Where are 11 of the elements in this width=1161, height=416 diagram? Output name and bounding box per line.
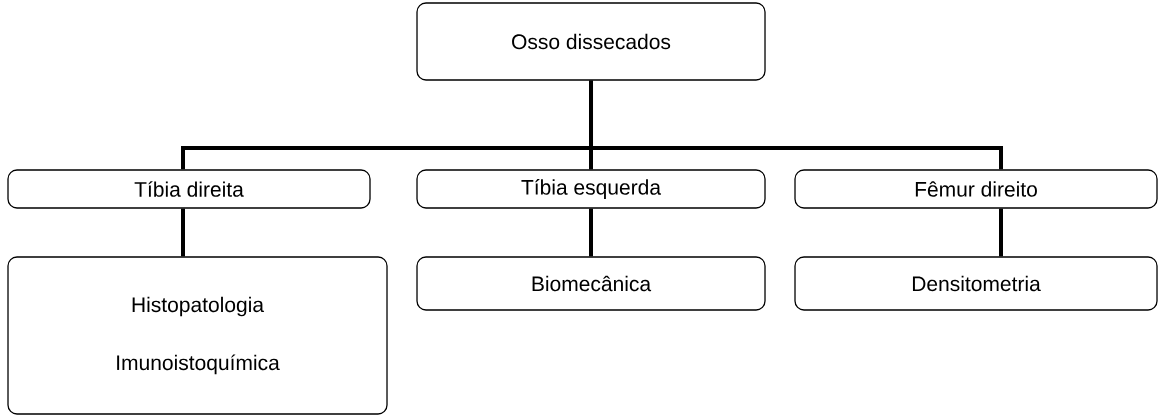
process-box: Biomecânica — [416, 256, 766, 311]
process-box: Histopatologia Imunoistoquímica — [7, 256, 388, 415]
process-box: Densitometria — [794, 256, 1158, 311]
process-box: Tíbia direita — [7, 169, 371, 209]
process-box: Fêmur direito — [794, 169, 1158, 209]
connector-line — [181, 208, 185, 257]
process-box: Tíbia esquerda — [416, 169, 766, 209]
connector-line — [999, 208, 1003, 257]
process-box: Osso dissecados — [416, 2, 766, 81]
connector-line — [589, 80, 1003, 170]
connector-line — [589, 208, 593, 257]
